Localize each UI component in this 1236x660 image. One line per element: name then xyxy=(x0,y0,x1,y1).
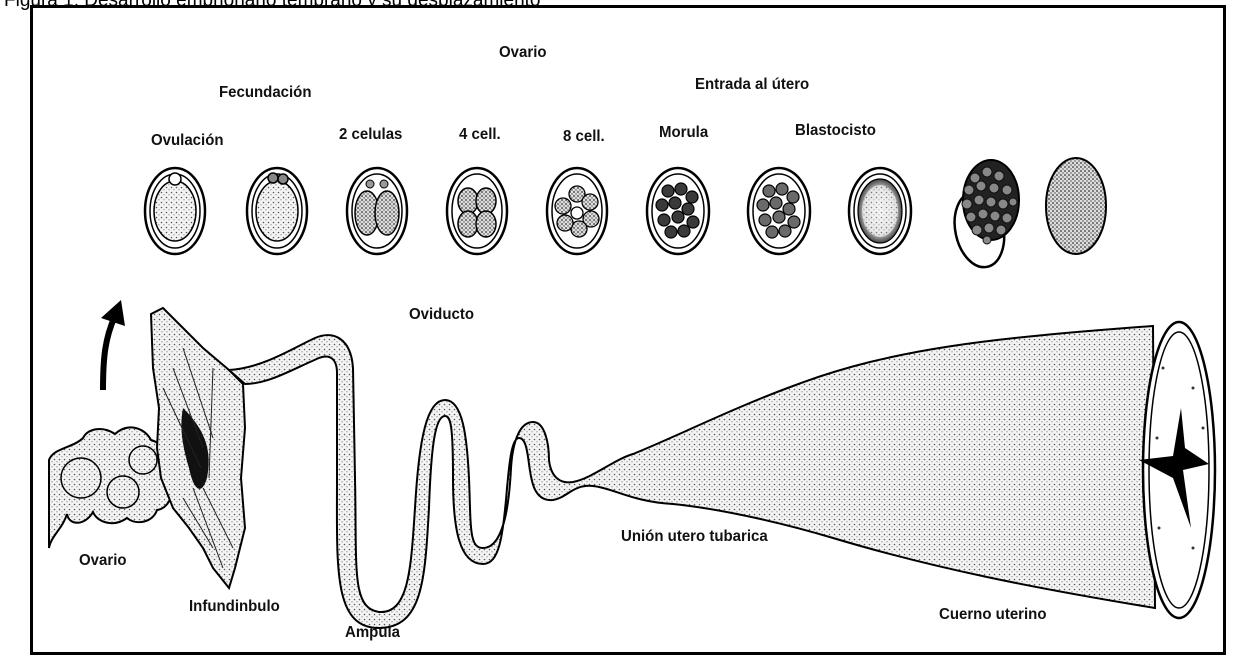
label-entrada-utero: Entrada al útero xyxy=(695,76,809,94)
curved-arrow-icon xyxy=(103,316,115,390)
ovary-drawing xyxy=(49,427,171,548)
diagram-svg xyxy=(33,8,1223,652)
eight-cell-embryo xyxy=(547,168,607,254)
four-cell-embryo xyxy=(447,168,507,254)
morula xyxy=(647,168,709,254)
label-ovario: Ovario xyxy=(79,552,127,570)
label-cuerno-uterino: Cuerno uterino xyxy=(939,606,1047,624)
infundibulum-drawing xyxy=(151,308,245,588)
label-blastocisto: Blastocisto xyxy=(795,122,876,140)
label-oviducto: Oviducto xyxy=(409,306,474,324)
label-8-cell: 8 cell. xyxy=(563,128,605,146)
label-ovario-top: Ovario xyxy=(499,44,547,62)
label-2-celulas: 2 celulas xyxy=(339,126,402,144)
two-cell-embryo xyxy=(347,168,407,254)
hatching-blastocyst xyxy=(948,160,1019,272)
blastocyst xyxy=(849,168,911,254)
label-union-utero-tubarica: Unión utero tubarica xyxy=(621,528,768,546)
label-fecundacion: Fecundación xyxy=(219,84,312,102)
label-morula: Morula xyxy=(659,124,708,142)
expanded-embryo xyxy=(1046,158,1106,254)
label-infundibulo: Infundinbulo xyxy=(189,598,280,616)
late-morula xyxy=(748,168,810,254)
ovulation-oocyte xyxy=(145,168,205,254)
label-4-cell: 4 cell. xyxy=(459,126,501,144)
oviduct-tube xyxy=(229,326,1155,628)
diagram-frame: Ovario Fecundación Entrada al útero Ovul… xyxy=(30,5,1226,655)
fertilized-oocyte xyxy=(247,168,307,254)
label-ovulacion: Ovulación xyxy=(151,132,224,150)
label-ampula: Ampula xyxy=(345,624,400,642)
